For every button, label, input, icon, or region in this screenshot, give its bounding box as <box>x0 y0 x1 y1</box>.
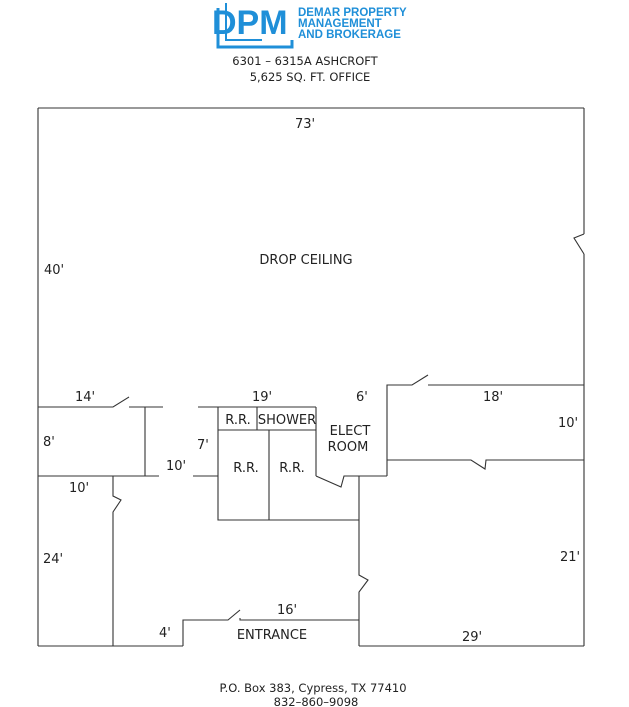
room-rr-top: R.R. <box>225 413 250 428</box>
dim-14: 14' <box>75 390 95 405</box>
dim-19: 19' <box>252 390 272 405</box>
room-rr-1: R.R. <box>233 461 258 476</box>
dimension-labels: 73' 40' 14' 19' 6' 18' 10' 8' 7' 10' 10'… <box>43 117 580 645</box>
property-size: 5,625 SQ. FT. OFFICE <box>250 70 371 84</box>
room-elect-line-1: ELECT <box>330 424 371 439</box>
footer-pobox: P.O. Box 383, Cypress, TX 77410 <box>219 681 406 695</box>
logo-mark-letters: DPM <box>212 4 288 42</box>
dim-left-bottom: 24' <box>43 552 63 567</box>
dim-left-top: 40' <box>44 263 64 278</box>
room-elect-line-2: ROOM <box>328 440 369 455</box>
company-logo: DPM DEMAR PROPERTY MANAGEMENT AND BROKER… <box>212 3 407 49</box>
logo-line-1: DEMAR PROPERTY <box>298 7 407 19</box>
dim-4: 4' <box>159 626 171 641</box>
dim-18: 18' <box>483 390 503 405</box>
dim-top: 73' <box>295 117 315 132</box>
dim-6: 6' <box>356 390 368 405</box>
dim-left-mid: 8' <box>43 435 55 450</box>
logo-line-3: AND BROKERAGE <box>298 29 401 41</box>
room-drop-ceiling: DROP CEILING <box>259 253 352 268</box>
dim-10-right: 10' <box>558 416 578 431</box>
room-shower: SHOWER <box>258 413 316 428</box>
dim-16: 16' <box>277 603 297 618</box>
dim-7: 7' <box>197 438 209 453</box>
dim-21: 21' <box>560 550 580 565</box>
logo-line-2: MANAGEMENT <box>298 18 382 30</box>
room-labels: DROP CEILING R.R. SHOWER R.R. R.R. ELECT… <box>225 253 370 643</box>
dim-10-left: 10' <box>69 481 89 496</box>
walls <box>37 107 585 647</box>
dim-10-mid: 10' <box>166 459 186 474</box>
footer-phone: 832–860–9098 <box>274 695 359 707</box>
property-address: 6301 – 6315A ASHCROFT <box>232 54 378 68</box>
room-rr-2: R.R. <box>279 461 304 476</box>
room-entrance: ENTRANCE <box>237 628 307 643</box>
dim-29: 29' <box>462 630 482 645</box>
